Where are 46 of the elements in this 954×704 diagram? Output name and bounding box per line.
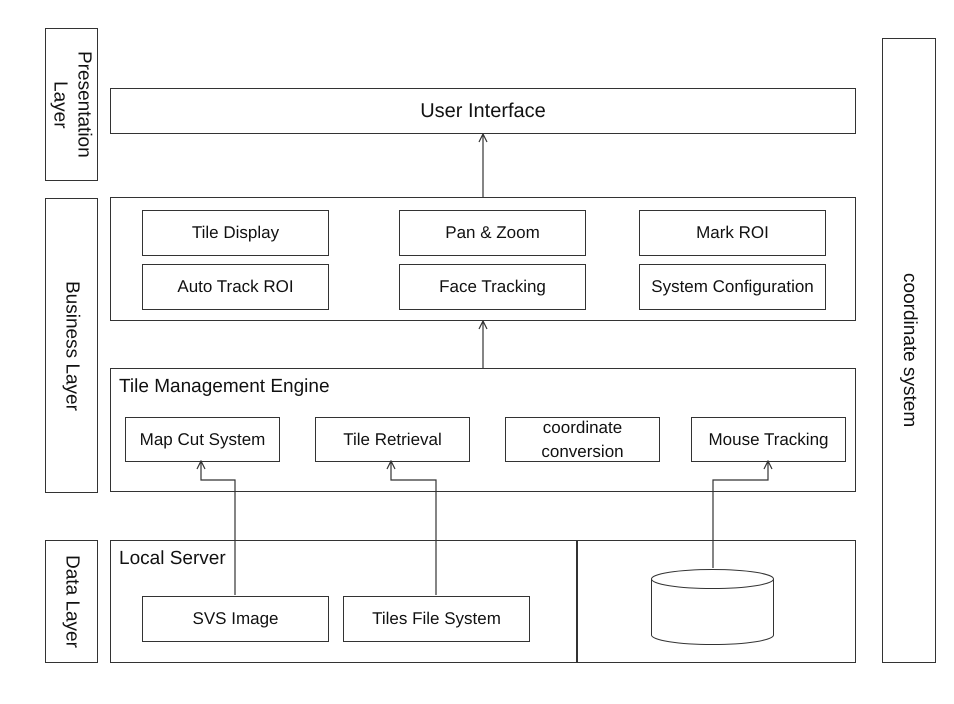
module-box — [691, 417, 846, 462]
layer-label: coordinate system — [898, 273, 921, 428]
module-label: SVS Image — [192, 608, 278, 630]
arrow — [478, 133, 488, 197]
layer-label-box — [45, 540, 98, 663]
module-box — [142, 264, 329, 310]
layer-label: Presentation Layer — [48, 50, 96, 160]
module-box — [505, 417, 660, 462]
module-label: Tile Retrieval — [343, 428, 442, 450]
layer-label-box — [882, 38, 936, 663]
module-label: Face Tracking — [439, 276, 546, 298]
module-label: Map Cut System — [140, 428, 266, 450]
arrow — [478, 320, 488, 368]
module-box — [343, 596, 530, 642]
module-box — [142, 210, 329, 256]
arrow — [196, 460, 236, 595]
layer-label: Business Layer — [60, 280, 84, 410]
module-label: Tiles File System — [372, 608, 501, 630]
group-title: Tile Management Engine — [119, 375, 330, 399]
module-box — [639, 264, 826, 310]
layer-label: Data Layer — [60, 555, 84, 648]
arrow — [712, 460, 773, 568]
module-box — [399, 264, 586, 310]
module-label: System Configuration — [651, 276, 814, 298]
layer-panel — [110, 197, 856, 321]
module-box — [315, 417, 470, 462]
group-panel — [110, 540, 577, 663]
layer-label-box — [45, 198, 98, 493]
module-label: Mark ROI — [696, 222, 769, 244]
module-label: Pan & Zoom — [445, 222, 540, 244]
module-box — [142, 596, 329, 642]
arrow — [386, 460, 437, 595]
module-label: Mouse Tracking — [708, 428, 828, 450]
interface-box — [110, 88, 856, 134]
module-label: Auto Track ROI — [177, 276, 294, 298]
group-title: Local Server — [119, 547, 226, 571]
module-label: User Interface — [420, 99, 546, 123]
module-box — [125, 417, 280, 462]
layer-label-box — [45, 28, 98, 181]
group-panel — [110, 368, 856, 492]
database-cylinder — [651, 569, 774, 645]
module-box — [639, 210, 826, 256]
layer-panel — [577, 540, 856, 663]
module-box — [399, 210, 586, 256]
module-label: coordinate conversion — [540, 416, 625, 462]
module-label: Tile Display — [192, 222, 280, 244]
